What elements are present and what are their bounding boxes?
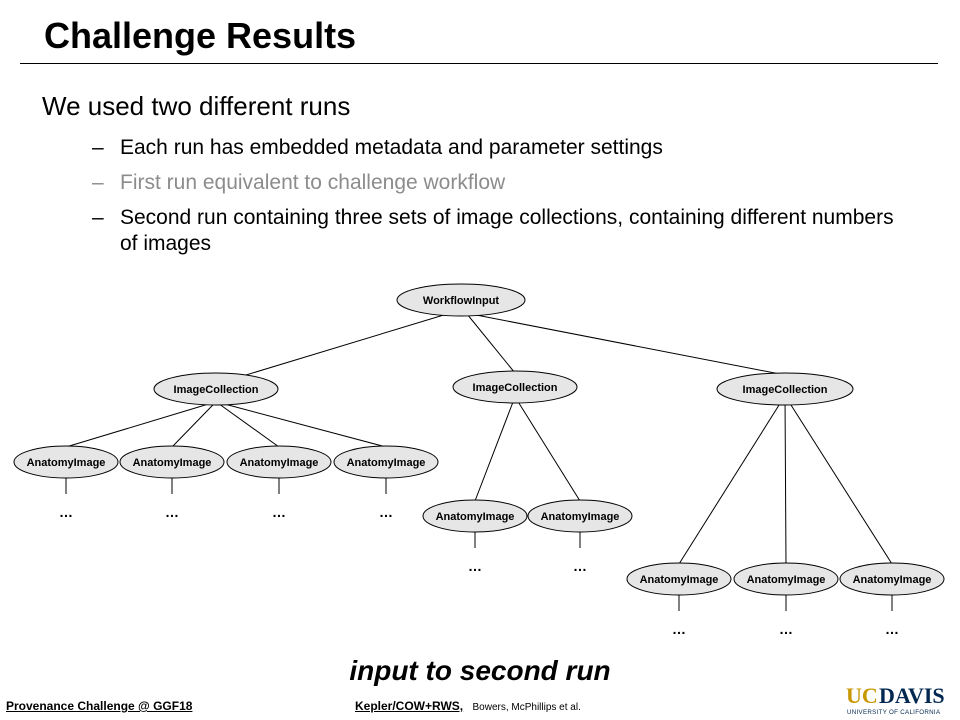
footer-project: Kepler/COW+RWS, [355, 699, 464, 713]
node-anatomy-image-label: AnatomyImage [747, 574, 826, 586]
ellipsis-more-items: … [885, 621, 899, 637]
node-anatomy-image [226, 445, 332, 479]
diagram-caption: input to second run [349, 655, 611, 686]
edge-collection-to-image [517, 401, 581, 502]
node-anatomy-image [527, 499, 633, 533]
edge-collection-to-image [65, 403, 209, 448]
bullet-dash: – [92, 136, 104, 159]
node-workflow-input [396, 283, 526, 317]
ellipsis-more-items: … [59, 504, 73, 520]
node-anatomy-image-label: AnatomyImage [640, 574, 719, 586]
ucdavis-logo: UC DAVIS UNIVERSITY OF CALIFORNIA [846, 683, 945, 716]
node-anatomy-image-label: AnatomyImage [133, 457, 212, 469]
sub-bullet-text: Second run containing three sets of imag… [120, 206, 894, 255]
ellipsis-more-items: … [272, 504, 286, 520]
bullet-dash: – [92, 206, 104, 229]
node-anatomy-image [422, 499, 528, 533]
edge-collection-to-image [678, 403, 781, 565]
node-image-collection-label: ImageCollection [473, 382, 558, 394]
edge-root-to-collection [245, 313, 448, 376]
edge-collection-to-image [224, 403, 387, 448]
node-anatomy-image [626, 562, 732, 596]
footer-event: Provenance Challenge @ GGF18 [6, 699, 193, 713]
sub-bullet: – Second run containing three sets of im… [92, 205, 912, 257]
ellipsis-more-items: … [468, 558, 482, 574]
node-anatomy-image-label: AnatomyImage [347, 457, 426, 469]
logo-uc: UC [846, 683, 878, 708]
edge-root-to-collection [470, 313, 786, 376]
title-divider [20, 63, 938, 64]
node-anatomy-image [333, 445, 439, 479]
edge-collection-to-image [784, 403, 787, 565]
node-workflow-input-label: WorkflowInput [423, 295, 500, 307]
node-image-collection-label: ImageCollection [174, 384, 259, 396]
sub-bullet-text: First run equivalent to challenge workfl… [120, 171, 506, 194]
slide-title: Challenge Results [44, 15, 357, 56]
node-anatomy-image-label: AnatomyImage [541, 511, 620, 523]
edge-root-to-collection [466, 313, 516, 374]
ellipsis-more-items: … [779, 621, 793, 637]
node-anatomy-image [733, 562, 839, 596]
logo-university: UNIVERSITY OF CALIFORNIA [847, 709, 941, 716]
node-anatomy-image-label: AnatomyImage [853, 574, 932, 586]
ellipsis-more-items: … [573, 558, 587, 574]
node-anatomy-image [13, 445, 119, 479]
node-image-collection-label: ImageCollection [743, 384, 828, 396]
ellipsis-more-items: … [165, 504, 179, 520]
node-anatomy-image [839, 562, 945, 596]
footer-authors: Bowers, McPhillips et al. [472, 702, 581, 713]
edge-collection-to-image [218, 403, 280, 448]
node-anatomy-image-label: AnatomyImage [240, 457, 319, 469]
bullet-dash: – [92, 171, 104, 194]
node-anatomy-image-label: AnatomyImage [27, 457, 106, 469]
sub-bullet-list: – Each run has embedded metadata and par… [92, 135, 912, 266]
node-image-collection [716, 372, 854, 406]
ellipsis-more-items: … [672, 621, 686, 637]
edge-collection-to-image [171, 403, 215, 448]
node-anatomy-image [119, 445, 225, 479]
ellipsis-more-items: … [379, 504, 393, 520]
sub-bullet: – First run equivalent to challenge work… [92, 170, 912, 196]
logo-davis: DAVIS [879, 683, 945, 708]
edge-collection-to-image [474, 401, 514, 502]
edge-collection-to-image [789, 403, 893, 565]
sub-bullet: – Each run has embedded metadata and par… [92, 135, 912, 161]
sub-bullet-text: Each run has embedded metadata and param… [120, 136, 663, 159]
main-bullet: We used two different runs [42, 91, 351, 121]
workflow-input-tree-diagram: WorkflowInputImageCollectionAnatomyImage… [13, 283, 945, 637]
node-anatomy-image-label: AnatomyImage [436, 511, 515, 523]
node-image-collection [452, 370, 578, 404]
footer-credits: Kepler/COW+RWS, Bowers, McPhillips et al… [355, 699, 581, 713]
node-image-collection [153, 372, 279, 406]
